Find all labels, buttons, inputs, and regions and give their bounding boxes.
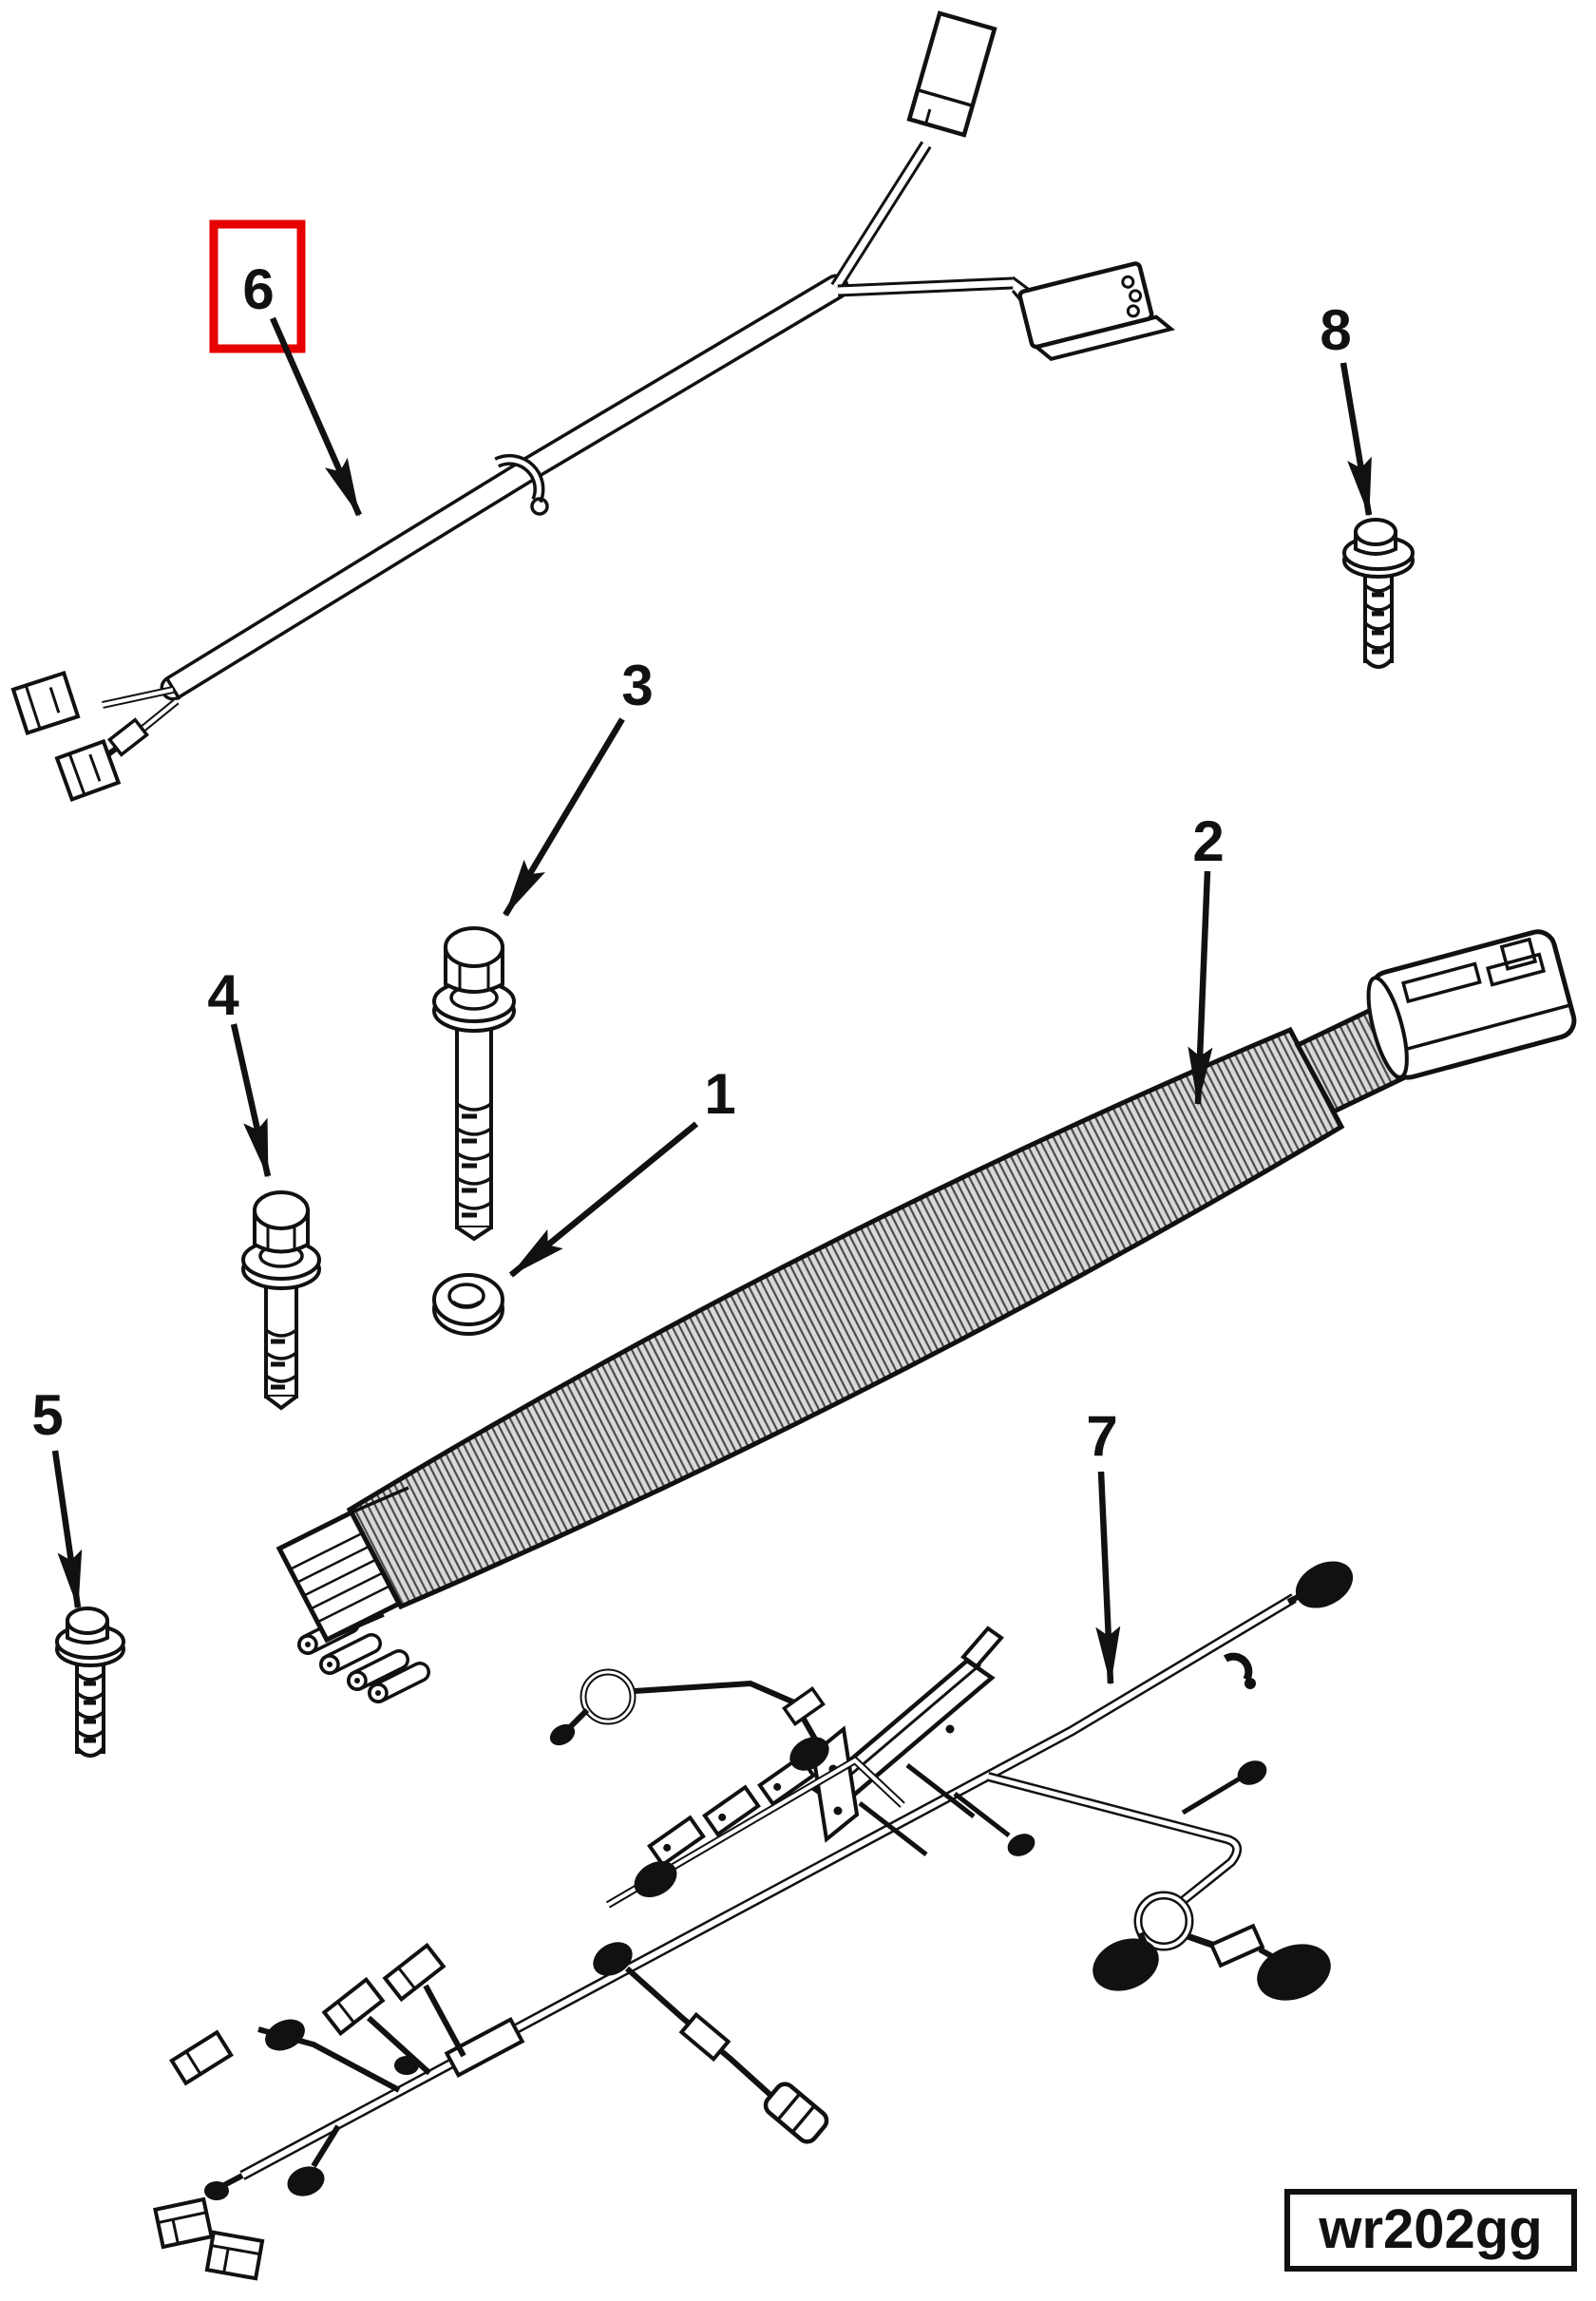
part-hose-2	[276, 929, 1577, 1703]
callout-1-label: 1	[704, 1062, 735, 1126]
callout-6-arrow	[270, 316, 362, 517]
callout-6-label: 6	[242, 257, 274, 321]
part-bolt-8	[1342, 518, 1415, 669]
callout-4-arrow	[230, 1023, 272, 1178]
bolt8-cap	[1354, 518, 1397, 556]
loose-connector-box	[204, 2230, 265, 2281]
part-bolt-3	[432, 926, 516, 1242]
callout-3-label: 3	[621, 654, 653, 717]
hose-connector	[1366, 929, 1577, 1080]
callout-3-arrow	[503, 717, 625, 917]
part-bolt-4	[241, 1190, 321, 1411]
callouts: 1 2 3 4 5 6 7 8	[31, 219, 1373, 1685]
bolt4-hex-head	[253, 1190, 310, 1254]
callout-4-label: 4	[207, 963, 239, 1027]
callout-5-arrow	[51, 1450, 83, 1609]
tube-end-cap	[164, 676, 181, 700]
part-bolt-5	[55, 1607, 125, 1758]
harness7-connector-blob	[1257, 1944, 1331, 2001]
hose-body	[346, 1026, 1345, 1610]
callout-1-arrow	[508, 1121, 699, 1278]
highlight-box	[209, 219, 306, 353]
callout-2-arrow	[1188, 870, 1213, 1106]
callout-7-label: 7	[1086, 1404, 1117, 1468]
harness6-connector-a	[906, 10, 998, 138]
bolt3-hex-head	[444, 926, 504, 994]
callout-5-label: 5	[31, 1383, 63, 1447]
harness7-bracket	[810, 1626, 1004, 1856]
part-harness-7	[153, 1561, 1354, 2281]
bolt5-cap	[66, 1607, 109, 1645]
harness7-connector-blob	[1092, 1938, 1159, 1991]
callout-8-label: 8	[1320, 298, 1351, 362]
harness-clamp-icon	[494, 453, 549, 516]
harness6-ferrule	[106, 717, 150, 757]
harness7-inline-connectors	[634, 1737, 829, 1897]
loose-connector-box	[153, 2196, 214, 2250]
harness7-branch-connector	[763, 2082, 829, 2144]
callout-2-label: 2	[1192, 809, 1224, 873]
figure-code-box: wr202gg	[1284, 2189, 1577, 2272]
hose-end-band	[276, 1486, 409, 1644]
callout-7-arrow	[1095, 1471, 1121, 1685]
harness6-connector-d	[54, 738, 122, 803]
harness7-left-cluster	[153, 1942, 466, 2281]
harness6-connector-c	[10, 671, 81, 735]
harness7-end-connector	[1295, 1561, 1354, 1608]
figure-code-label: wr202gg	[1318, 2198, 1542, 2260]
hose-wire-stubs	[297, 1613, 430, 1703]
harness6-connector-b	[1017, 261, 1175, 361]
callout-8-arrow	[1340, 362, 1373, 517]
part-harness-6	[10, 10, 1175, 803]
part-washer-1	[432, 1273, 504, 1336]
